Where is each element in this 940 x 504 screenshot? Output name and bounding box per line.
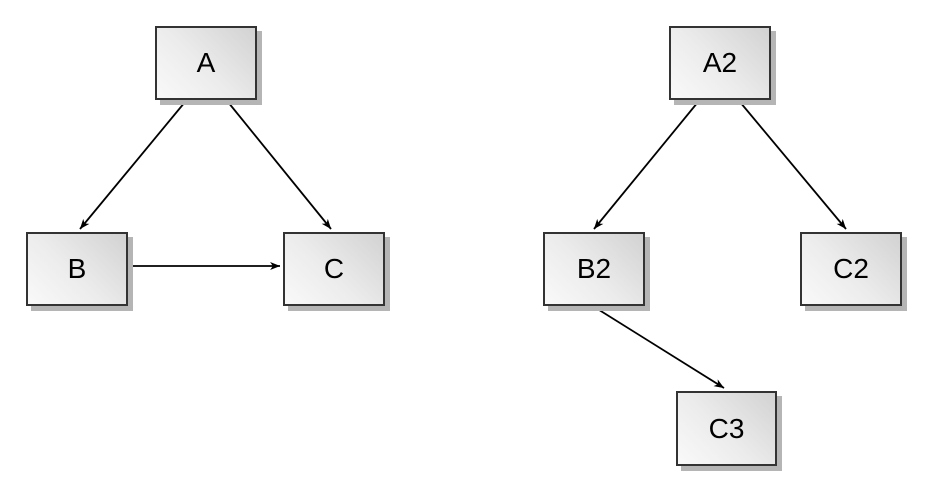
edges-group	[79, 101, 847, 389]
node-C2[interactable]: C2	[800, 232, 902, 306]
node-label: B	[67, 253, 87, 284]
node-label: A	[196, 47, 216, 78]
edge-A-to-B	[79, 101, 186, 230]
node-A[interactable]: A	[155, 26, 257, 100]
node-label: C2	[833, 253, 869, 284]
node-B2[interactable]: B2	[543, 232, 645, 306]
node-label: B2	[576, 253, 612, 284]
edge-A2-to-B2	[593, 101, 699, 230]
node-label: C	[323, 253, 345, 284]
node-B[interactable]: B	[26, 232, 128, 306]
node-C3[interactable]: C3	[676, 391, 777, 466]
edge-B2-to-C3	[595, 307, 725, 389]
node-A2[interactable]: A2	[669, 26, 771, 100]
node-C[interactable]: C	[283, 232, 385, 306]
edge-A-to-C	[227, 101, 332, 230]
node-label: C3	[708, 412, 745, 444]
node-label: A2	[702, 47, 738, 78]
edge-A2-to-C2	[739, 101, 847, 230]
